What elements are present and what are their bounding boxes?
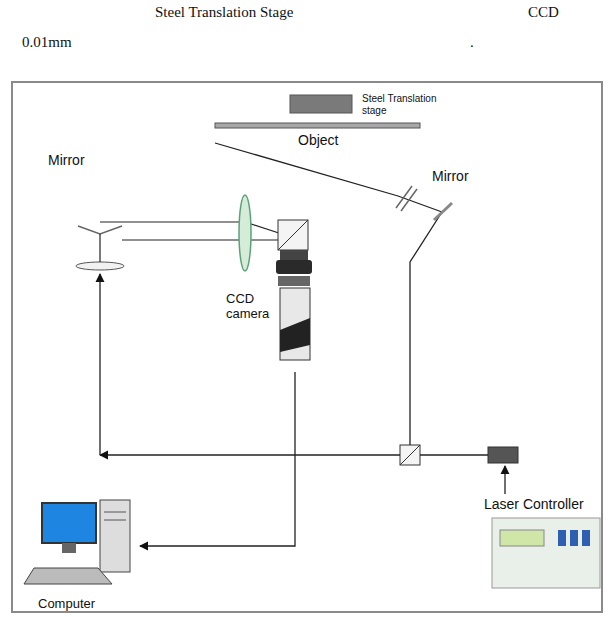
object-label: Object [298, 132, 338, 148]
controller-button [558, 530, 566, 546]
beam-splitter [401, 189, 417, 211]
beam-splitter [396, 186, 412, 208]
keyboard [24, 568, 112, 584]
mirror-label: Mirror [432, 168, 469, 184]
pc-tower [100, 500, 130, 572]
controller-node: Laser Controller [484, 494, 608, 592]
beam-splitter-cube [400, 445, 420, 465]
beam [99, 274, 100, 455]
camera-node: CCD camera [226, 290, 321, 372]
signal-arrow [140, 372, 295, 546]
node-label: Laser Controller [484, 496, 608, 512]
camera-lens [276, 260, 312, 274]
mirror-symbol [434, 203, 452, 220]
node-label: CCD camera [226, 292, 278, 322]
beam-splitter-cube [400, 445, 420, 465]
camera-mount [280, 250, 308, 260]
beam [420, 454, 488, 455]
beam [122, 239, 286, 240]
beam [410, 212, 442, 445]
monitor [42, 503, 96, 543]
camera-body [280, 288, 310, 360]
lens [239, 195, 251, 271]
control-arrow [504, 466, 505, 494]
node-label: Object [298, 132, 338, 148]
beam [100, 222, 288, 236]
object-plate [215, 123, 420, 128]
lens-symbol [76, 262, 124, 270]
node-label: Mirror [48, 152, 85, 168]
camera-lens [278, 276, 310, 286]
mirror-symbol [78, 226, 122, 234]
pc-tower [104, 520, 126, 521]
beam-splitter-cube [278, 220, 308, 250]
node-label: Steel Translation stage [362, 93, 442, 116]
beam [100, 454, 400, 455]
heading-text: CCD [528, 4, 559, 21]
controller-button [582, 530, 590, 546]
controller-button [570, 530, 578, 546]
frame [12, 82, 602, 612]
heading-text: Steel Translation Stage [155, 4, 293, 21]
controller-display [500, 530, 544, 546]
mirror-label: Mirror [48, 152, 85, 168]
camera-body [280, 318, 310, 352]
dimension: 0.01mm [22, 34, 72, 51]
node-label: Computer [38, 597, 140, 612]
beam-splitter-cube [278, 220, 308, 250]
node-label: Mirror [432, 168, 469, 184]
monitor-stand [62, 543, 76, 553]
pc-tower [104, 512, 126, 513]
controller-box [492, 518, 600, 588]
beam [99, 234, 100, 262]
translation-stage [290, 95, 352, 113]
laser [488, 447, 518, 463]
heading-text: . [470, 34, 474, 51]
computer-node: Computer [24, 494, 140, 613]
